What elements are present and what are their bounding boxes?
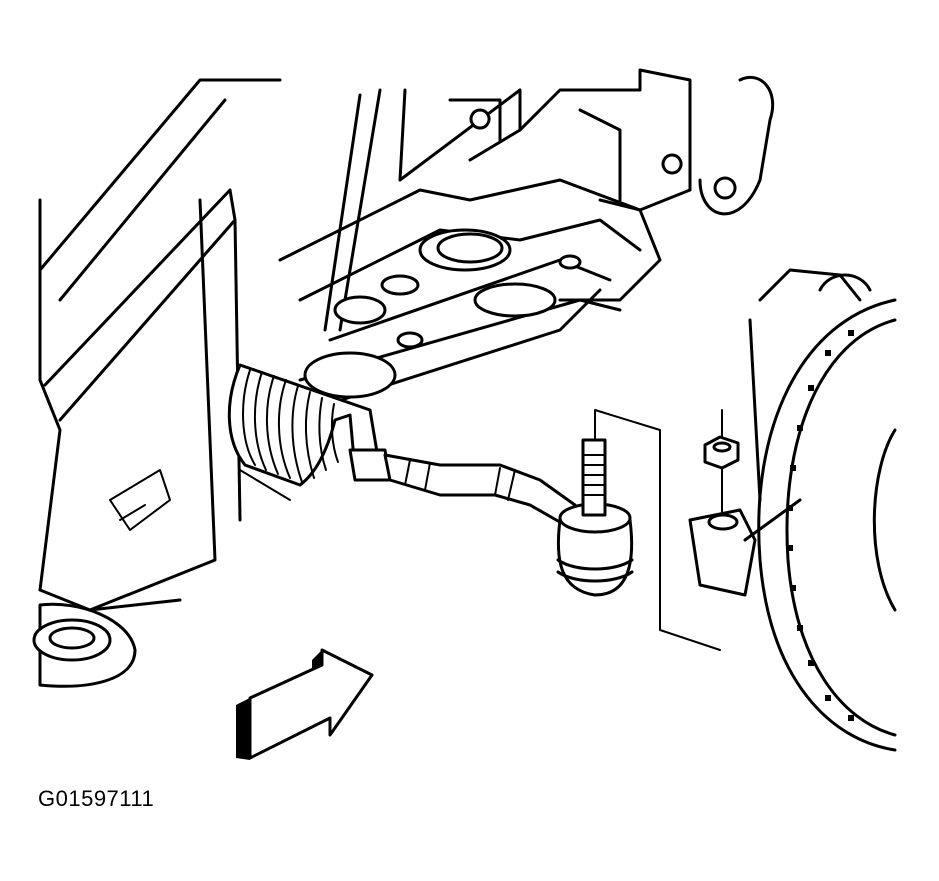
- lower-mount: [32, 602, 137, 688]
- vehicle-frame-left: [38, 78, 301, 612]
- brake-rotor: [748, 268, 897, 752]
- figure-id-label: G01597111: [38, 786, 155, 811]
- alignment-leader: [594, 409, 723, 651]
- front-direction-arrow: [236, 648, 374, 760]
- tie-rod-end: [556, 438, 634, 597]
- tie-rod: [383, 453, 577, 527]
- crossmember-bracket: [278, 68, 775, 412]
- nut: [703, 435, 740, 470]
- rotor-vent-slots: [787, 330, 854, 721]
- steering-rack-boot: [227, 363, 392, 487]
- steering-knuckle: [688, 498, 802, 597]
